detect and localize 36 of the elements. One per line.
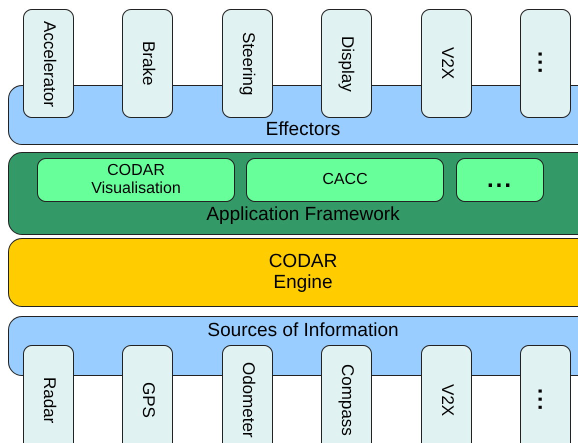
node-label: Radar (39, 376, 58, 424)
node-label: CODAR Visualisation (90, 162, 182, 198)
node-label: ... (533, 51, 558, 76)
layer-band (8, 238, 578, 307)
node-label: Sources of Information (207, 319, 399, 342)
component-box (23, 9, 74, 118)
component-box (321, 345, 372, 443)
component-box (222, 345, 273, 443)
component-box (122, 345, 173, 443)
node-label: Effectors (266, 120, 340, 142)
component-box (520, 345, 571, 443)
component-box (222, 9, 273, 118)
node-label: GPS (138, 382, 157, 418)
module-box (37, 158, 235, 202)
component-box (421, 9, 472, 118)
node-label: V2X (437, 384, 456, 416)
layer-band (8, 152, 578, 235)
node-label: ... (533, 388, 558, 412)
node-label: Accelerator (39, 20, 58, 106)
node-label: CACC (322, 171, 368, 189)
node-label: CODAR Engine (268, 252, 338, 294)
node-label: Steering (238, 32, 257, 96)
node-label: Application Framework (206, 205, 400, 228)
node-label: V2X (437, 47, 456, 80)
component-box (122, 9, 173, 118)
node-label: Odometer (238, 362, 257, 438)
module-box (246, 158, 444, 202)
component-box (321, 9, 372, 118)
node-label: Compass (337, 364, 356, 436)
node-label: Display (337, 36, 356, 92)
component-box (421, 345, 472, 443)
node-label: Brake (138, 41, 157, 86)
module-box (456, 158, 544, 202)
node-label: ... (486, 166, 513, 194)
component-box (23, 345, 74, 443)
component-box (520, 9, 571, 118)
